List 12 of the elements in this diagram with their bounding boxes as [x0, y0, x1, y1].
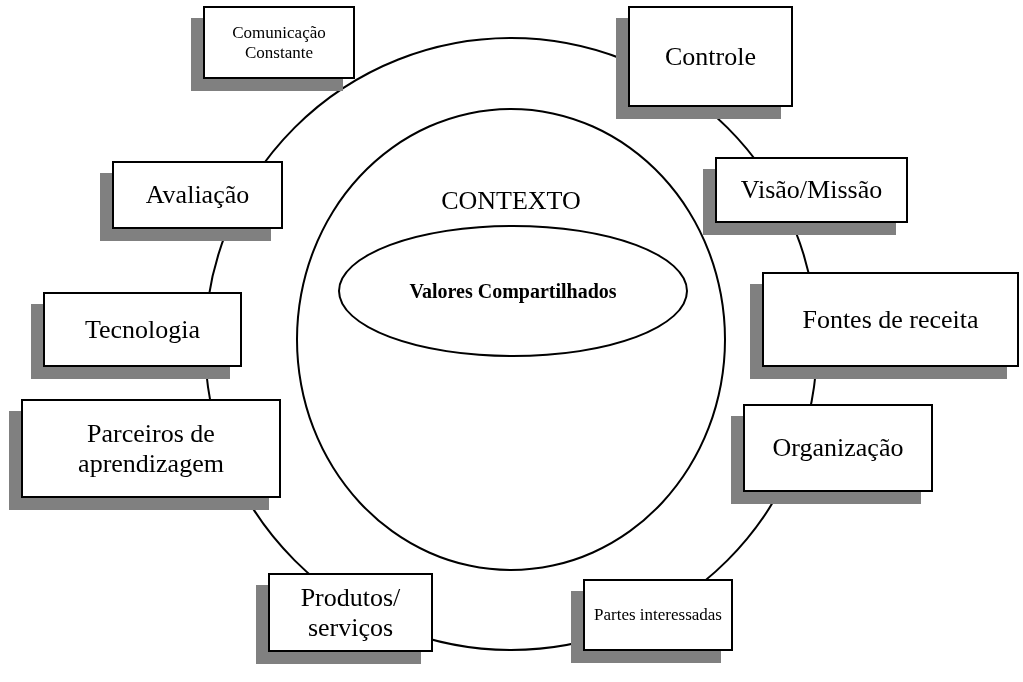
oval-label: CONTEXTO	[441, 186, 581, 216]
box-label: Controle	[665, 41, 756, 72]
box-label: Parceiros de aprendizagem	[77, 418, 225, 479]
box-label: Produtos/ serviços	[299, 582, 402, 643]
oval-label: Valores Compartilhados	[409, 279, 617, 303]
box-label: Fontes de receita	[802, 304, 979, 335]
box-label: Visão/Missão	[740, 175, 883, 205]
box-label: Tecnologia	[84, 314, 201, 345]
box-label: Partes interessadas	[594, 605, 722, 625]
box-label: Comunicação Constante	[231, 22, 327, 63]
box-label: Avaliação	[145, 180, 250, 210]
box-label: Organização	[772, 433, 904, 463]
